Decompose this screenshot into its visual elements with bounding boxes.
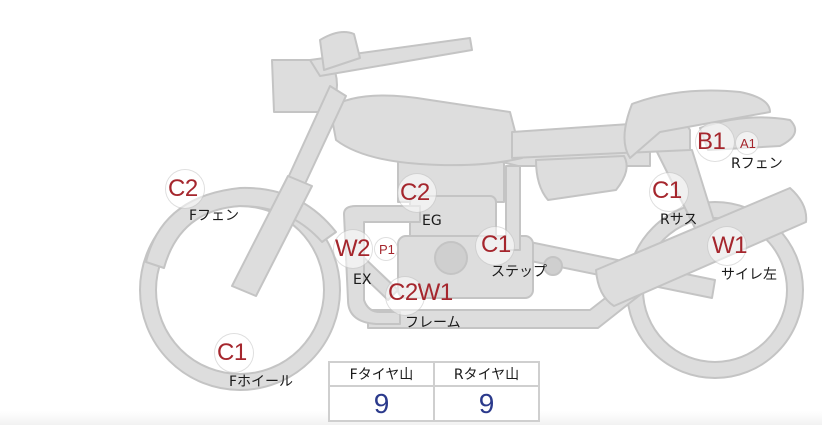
front-fork-lower	[231, 175, 313, 297]
part-label-silencer-left: サイレ左	[721, 267, 777, 283]
part-label-step: ステップ	[491, 264, 547, 280]
front-tire-header: Fタイヤ山	[328, 361, 435, 387]
marker-code: B1	[697, 128, 726, 155]
rear-strut	[505, 165, 521, 251]
part-label-front-fender: Fフェン	[189, 208, 240, 224]
front-tire-value: 9	[328, 385, 435, 422]
marker-subcode: P1	[379, 242, 395, 257]
part-label-rear-fender: Rフェン	[731, 156, 783, 172]
silencer	[595, 187, 808, 307]
marker-ring	[166, 170, 204, 208]
handle-stem	[319, 31, 361, 71]
marker-sub-ring	[736, 132, 758, 154]
rear-tire-value: 9	[433, 385, 540, 422]
rear-tire-header: Rタイヤ山	[433, 361, 540, 387]
marker-code: C2W1	[388, 279, 453, 306]
step-hub	[543, 256, 563, 276]
marker-ring	[708, 227, 746, 265]
part-label-front-wheel: Fホイール	[229, 374, 294, 390]
seat-cushion	[623, 89, 771, 159]
part-label-rear-suspension: Rサス	[660, 212, 698, 228]
part-label-exhaust: EX	[353, 272, 372, 288]
fuel-tank	[329, 94, 523, 167]
marker-ring	[696, 123, 734, 161]
marker-ring	[386, 277, 424, 315]
handlebar	[309, 37, 473, 77]
marker-code: C1	[217, 339, 247, 366]
marker-code: W1	[712, 232, 748, 259]
tire-tread-value-row: 9 9	[328, 385, 540, 422]
marker-code: C1	[481, 231, 511, 258]
marker-ring	[476, 227, 514, 265]
marker-code: W2	[335, 235, 371, 262]
side-cover	[535, 155, 628, 201]
part-label-engine: EG	[422, 213, 442, 229]
marker-code: C2	[168, 175, 198, 202]
marker-ring	[650, 173, 688, 211]
tire-tread-header-row: Fタイヤ山 Rタイヤ山	[328, 361, 540, 387]
marker-sub-ring	[375, 238, 397, 260]
marker-code: C1	[652, 177, 682, 204]
tire-tread-table: Fタイヤ山 Rタイヤ山 9 9	[328, 361, 540, 422]
marker-ring	[215, 334, 253, 372]
part-label-frame: フレーム	[405, 315, 461, 331]
marker-ring	[398, 174, 436, 212]
marker-subcode: A1	[740, 136, 756, 151]
marker-ring	[334, 230, 372, 268]
engine-cover	[434, 241, 468, 275]
marker-code: C2	[400, 179, 430, 206]
